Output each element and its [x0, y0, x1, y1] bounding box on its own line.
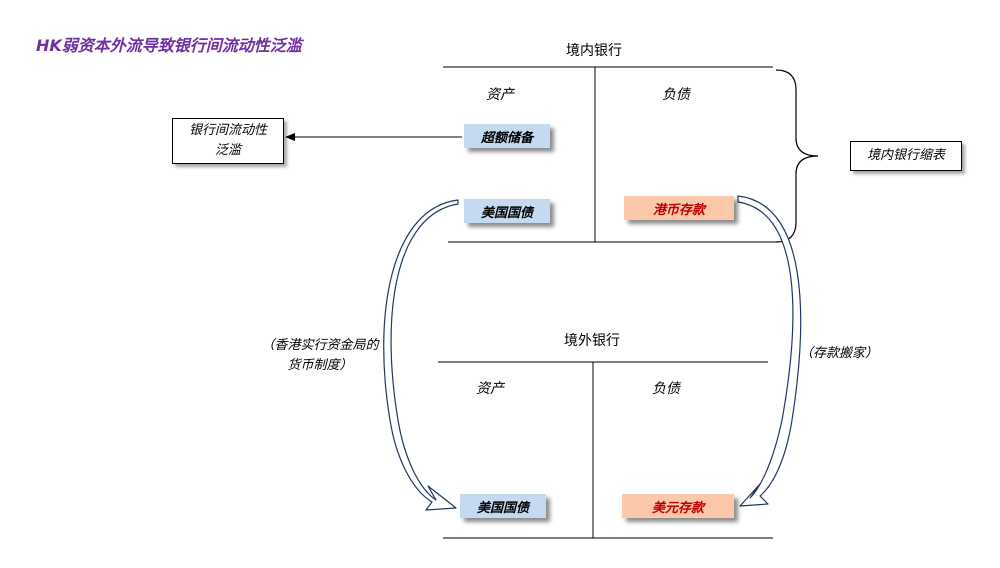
- page-title: HK弱资本外流导致银行间流动性泛滥: [36, 36, 302, 55]
- shrink-label: 境内银行缩表: [866, 148, 945, 163]
- currency-board-note-line2: 货币制度）: [287, 358, 353, 373]
- hkd-deposits-tag: 港币存款: [624, 196, 734, 220]
- deposit-move-note: （存款搬家）: [800, 346, 879, 361]
- excess-reserves-tag: 超额储备: [464, 124, 550, 148]
- liquidity-box-line2: 泛滥: [214, 143, 241, 158]
- offshore-us-treasury-tag: 美国国债: [460, 494, 546, 518]
- currency-board-note: （香港实行资金局的 货币制度）: [250, 336, 390, 376]
- offshore-assets-label: 资产: [476, 381, 504, 397]
- domestic-liabilities-label: 负债: [662, 87, 690, 103]
- offshore-liabilities-label: 负债: [652, 381, 680, 397]
- balance-sheet-shrink-box: 境内银行缩表: [850, 141, 962, 171]
- right-brace: [775, 69, 819, 243]
- currency-board-note-line1: （香港实行资金局的: [261, 338, 379, 353]
- offshore-bank-title: 境外银行: [564, 333, 620, 349]
- left-curved-arrow: [383, 199, 459, 511]
- usd-deposits-tag: 美元存款: [622, 494, 734, 518]
- right-curved-arrow: [737, 195, 802, 507]
- liquidity-flood-box: 银行间流动性 泛滥: [172, 118, 284, 164]
- domestic-us-treasury-tag: 美国国债: [464, 199, 550, 223]
- liquidity-box-line1: 银行间流动性: [188, 123, 267, 138]
- domestic-assets-label: 资产: [486, 87, 514, 103]
- domestic-bank-title: 境内银行: [566, 43, 622, 59]
